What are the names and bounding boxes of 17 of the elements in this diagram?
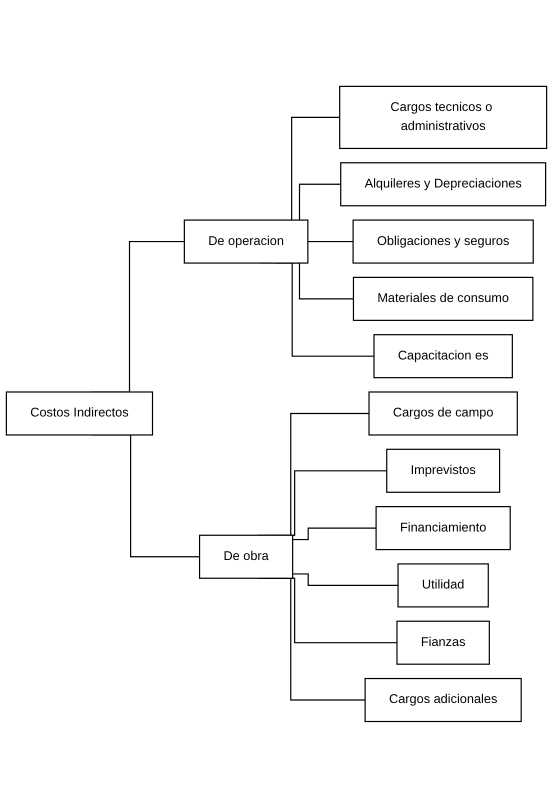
node-box: Cargos tecnicos o administrativos	[339, 86, 548, 150]
connector	[308, 241, 354, 242]
connector	[292, 528, 376, 540]
node-box: Costos Indirectos	[6, 391, 154, 436]
node-box: Utilidad	[397, 563, 489, 608]
node-box: Alquileres y Depreciaciones	[340, 162, 546, 206]
node-box: Imprevistos	[386, 448, 500, 493]
node-box: Obligaciones y seguros	[352, 220, 534, 264]
node-box: Cargos adicionales	[364, 678, 522, 722]
connector	[292, 573, 398, 586]
node-box: Materiales de consumo	[352, 276, 534, 322]
node-box: Capacitacion es	[373, 334, 513, 378]
node-box: Fianzas	[396, 620, 490, 665]
node-box: Cargos de campo	[368, 391, 518, 436]
node-box: De obra	[198, 534, 294, 579]
node-box: De operacion	[184, 220, 308, 264]
node-box: Financiamiento	[376, 506, 511, 550]
